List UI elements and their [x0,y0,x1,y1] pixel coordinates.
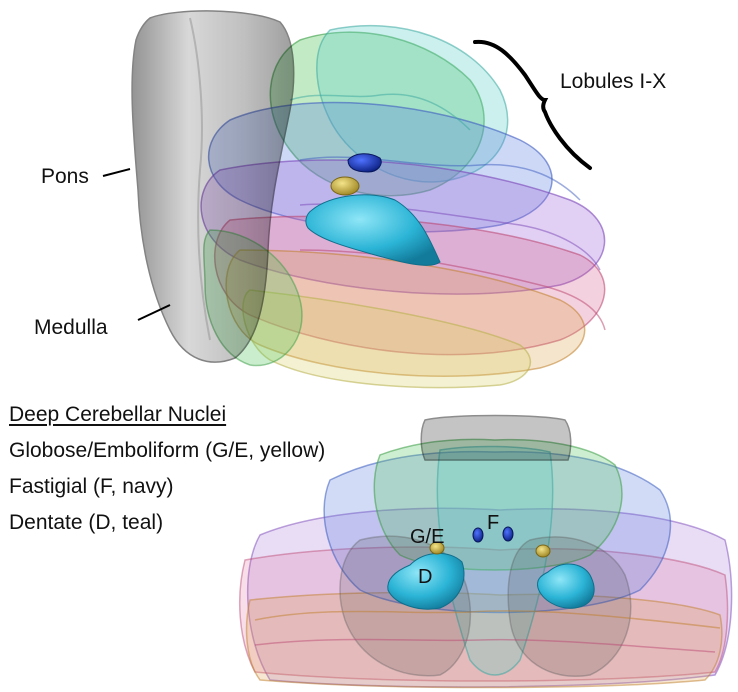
pons-label: Pons [41,165,89,189]
globose-emboliform-nucleus [331,177,359,195]
globose-emboliform-label: G/E [410,526,444,548]
fastigial-nucleus-left [473,528,483,542]
fastigial-nucleus [348,154,381,172]
legend-heading: Deep Cerebellar Nuclei [9,403,226,427]
fastigial-label: F [487,512,499,534]
legend-item-dentate: Dentate (D, teal) [9,511,163,535]
fastigial-nucleus-right [503,527,513,541]
pons-leader-line [103,169,130,176]
lobules-label: Lobules I-X [560,70,666,94]
lobules-posterior [240,439,732,687]
legend-item-fastigial: Fastigial (F, navy) [9,475,174,499]
globose-emboliform-nucleus-right [536,545,550,557]
dentate-label: D [418,566,432,588]
legend-item-globose-emboliform: Globose/Emboliform (G/E, yellow) [9,439,325,463]
lateral-view [103,11,605,388]
medulla-label: Medulla [34,316,108,340]
